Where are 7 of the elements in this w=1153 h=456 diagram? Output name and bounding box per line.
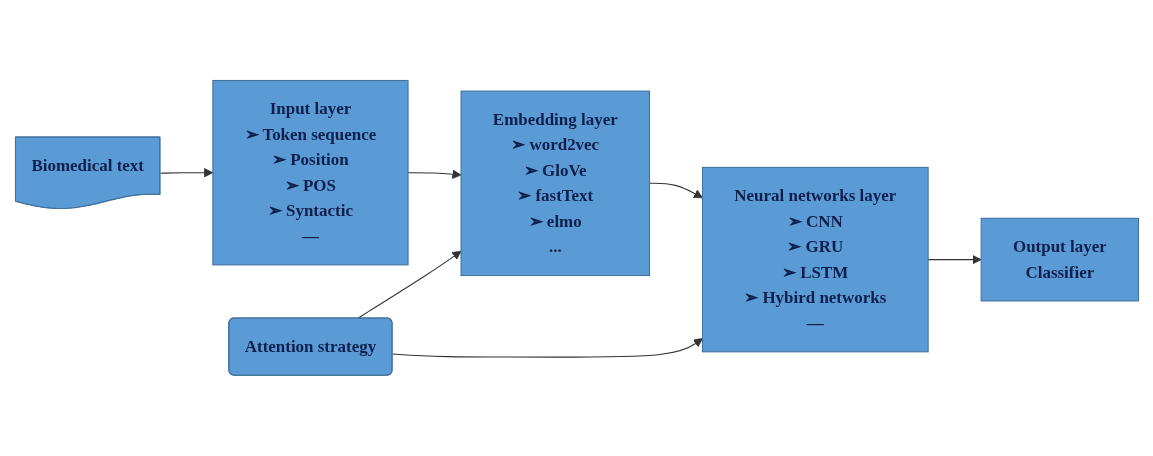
arrow [391,338,703,358]
arrow [159,168,213,178]
node-box: Input layer ➢ Token sequence ➢ Position ➢ POS ➢ Syntactic — [211,80,409,266]
arrow [407,169,461,180]
node-box: Embedding layer ➢ word2vec ➢ GloVe ➢ fastText ➢ elmo ... [460,90,650,277]
node-box: Output layer Classifier [980,217,1139,302]
node-box: Neural networks layer ➢ CNN ➢ GRU ➢ LSTM ➢ Hybird networks — [701,167,929,353]
